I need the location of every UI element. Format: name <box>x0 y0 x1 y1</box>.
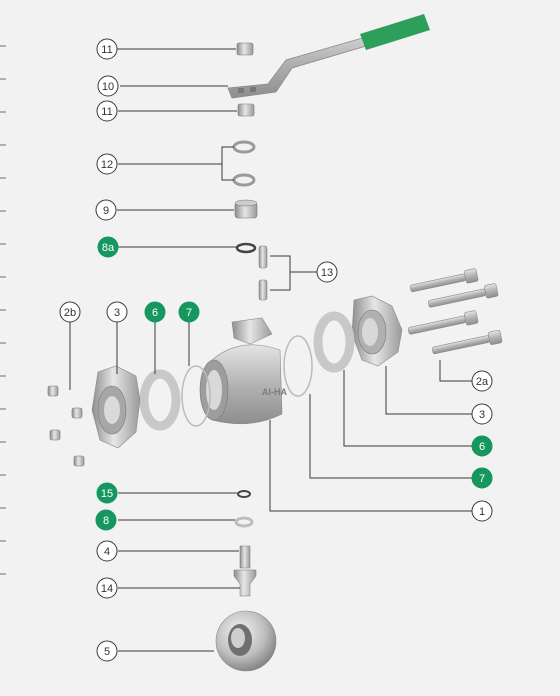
callout-circle <box>471 435 493 457</box>
end-cap-right <box>351 295 403 367</box>
callout-3-left: 3 <box>106 301 128 323</box>
callout-circle <box>96 540 118 562</box>
stem-nut-bottom <box>237 103 255 117</box>
callout-label: 3 <box>479 409 485 421</box>
handle-part <box>227 14 430 99</box>
handle-grip <box>360 14 430 50</box>
valve-ball <box>215 610 277 672</box>
callout-label: 11 <box>101 44 112 56</box>
callout-circle <box>96 640 118 662</box>
callout-circle <box>144 301 166 323</box>
callout-10: 10 <box>97 75 119 97</box>
callout-label: 3 <box>114 307 120 319</box>
callout-circle <box>316 261 338 283</box>
callout-label: 2b <box>64 307 76 319</box>
callout-circle <box>96 38 118 60</box>
callout-label: 11 <box>101 106 112 118</box>
callout-circle <box>471 500 493 522</box>
callout-circle <box>471 467 493 489</box>
body-gasket-left <box>181 365 211 427</box>
callout-label: 13 <box>321 267 333 279</box>
callout-layer: 11 10 11 12 9 8a 13 2b 3 6 7 2a 3 6 7 1 15 8 4 14 5 <box>59 38 493 662</box>
callout-2b: 2b <box>59 301 81 323</box>
leader-lines <box>69 48 474 652</box>
callout-circle <box>95 199 117 221</box>
callout-circle <box>96 577 118 599</box>
callout-label: 5 <box>104 646 110 658</box>
callout-2a: 2a <box>471 370 493 392</box>
thrust-washer <box>234 516 254 528</box>
callout-label: 4 <box>104 546 110 558</box>
valve-body: AI-HA <box>199 317 287 425</box>
callout-label: 2a <box>476 376 489 388</box>
callout-9: 9 <box>95 199 117 221</box>
callout-label: 15 <box>101 488 113 500</box>
callout-label: 12 <box>101 159 113 171</box>
callout-circle <box>97 236 119 258</box>
valve-stem <box>233 545 257 597</box>
callout-11-top: 11 <box>96 38 118 60</box>
disc-spring-washers <box>232 140 256 187</box>
callout-label: 14 <box>101 583 113 595</box>
callout-6-right: 6 <box>471 435 493 457</box>
callout-7-right: 7 <box>471 467 493 489</box>
margin-ticks <box>0 45 6 575</box>
stop-pins <box>258 245 268 301</box>
stem-nut-top <box>236 42 254 56</box>
callout-7-left: 7 <box>178 301 200 323</box>
body-gasket-right <box>283 335 313 397</box>
body-nuts <box>47 385 85 467</box>
body-logo: AI-HA <box>262 387 287 397</box>
callout-label: 10 <box>102 81 114 93</box>
callout-circle <box>95 509 117 531</box>
callout-6-left: 6 <box>144 301 166 323</box>
callout-circle <box>59 301 81 323</box>
callout-12: 12 <box>96 153 118 175</box>
callout-3-right: 3 <box>471 403 493 425</box>
long-bolts <box>407 268 503 355</box>
callout-circle <box>471 370 493 392</box>
callout-label: 6 <box>152 307 158 319</box>
stem-o-ring <box>235 242 257 254</box>
callout-circle <box>96 100 118 122</box>
end-cap-left <box>91 365 141 449</box>
callout-8: 8 <box>95 509 117 531</box>
callout-15: 15 <box>96 482 118 504</box>
callout-label: 8 <box>103 515 109 527</box>
callout-1: 1 <box>471 500 493 522</box>
callout-circle <box>471 403 493 425</box>
callout-circle <box>106 301 128 323</box>
callout-11-bottom: 11 <box>96 100 118 122</box>
callout-5: 5 <box>96 640 118 662</box>
callout-4: 4 <box>96 540 118 562</box>
callout-label: 7 <box>479 473 485 485</box>
stem-o-ring-small <box>237 490 251 498</box>
seat-ring-left <box>139 369 181 431</box>
callout-circle <box>96 153 118 175</box>
callout-label: 9 <box>103 205 109 217</box>
callout-circle <box>96 482 118 504</box>
callout-label: 1 <box>479 506 485 518</box>
callout-circle <box>97 75 119 97</box>
callout-14: 14 <box>96 577 118 599</box>
callout-13: 13 <box>316 261 338 283</box>
callout-8a: 8a <box>97 236 119 258</box>
seat-ring-right <box>313 311 355 373</box>
callout-label: 8a <box>102 242 115 254</box>
callout-label: 6 <box>479 441 485 453</box>
gland-packing <box>234 199 258 219</box>
callout-label: 7 <box>186 307 192 319</box>
callout-circle <box>178 301 200 323</box>
